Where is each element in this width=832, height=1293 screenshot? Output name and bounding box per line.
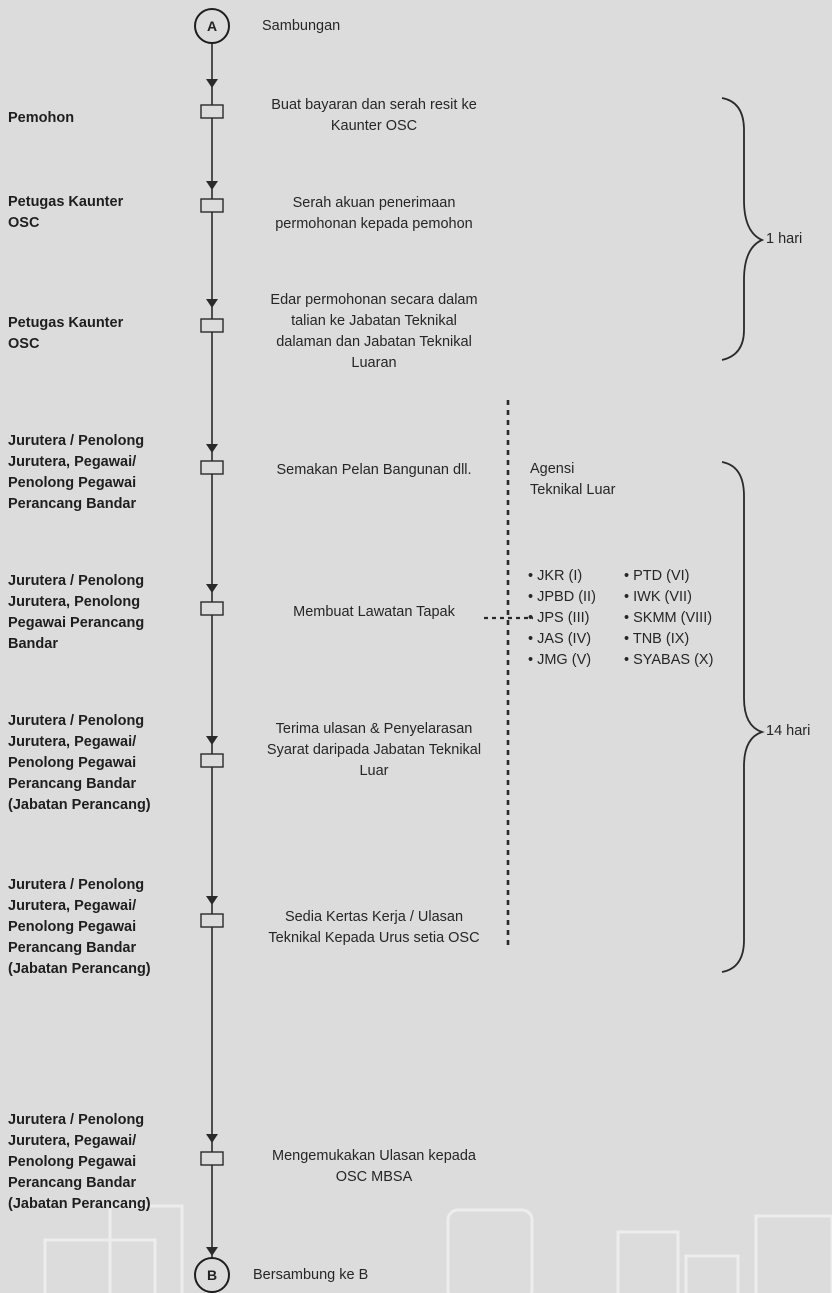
- agency-item: • JPBD (II): [528, 589, 596, 605]
- arrowhead: [206, 896, 218, 905]
- step-box: [200, 1151, 224, 1166]
- arrowhead: [206, 299, 218, 308]
- arrowhead: [206, 584, 218, 593]
- step-box: [200, 601, 224, 616]
- step-text: Mengemukakan Ulasan kepada OSC MBSA: [272, 1148, 476, 1185]
- step-text: Buat bayaran dan serah resit ke Kaunter …: [271, 97, 477, 134]
- step-box: [200, 318, 224, 333]
- actor-label: Jurutera / Penolong Jurutera, Penolong P…: [8, 573, 145, 652]
- agency-item: • SKMM (VIII): [624, 610, 713, 626]
- arrowhead: [206, 736, 218, 745]
- agency-item: • JAS (IV): [528, 631, 592, 647]
- brace-1-hari: [721, 97, 765, 361]
- arrowhead: [206, 1134, 218, 1143]
- brace-14-hari-shape: [722, 462, 762, 766]
- actor-label: Jurutera / Penolong Jurutera, Pegawai/ P…: [8, 713, 151, 813]
- agency-item: • IWK (VII): [624, 589, 692, 605]
- agency-item: • JPS (III): [528, 610, 590, 626]
- actor-label: Jurutera / Penolong Jurutera, Pegawai/ P…: [8, 1112, 151, 1212]
- step-text: Membuat Lawatan Tapak: [293, 604, 455, 620]
- actor-label: Petugas Kaunter OSC: [8, 194, 124, 231]
- agency-item: • PTD (VI): [624, 568, 690, 584]
- arrowhead: [206, 181, 218, 190]
- watermark-buildings: [43, 1204, 832, 1293]
- actor-label: Jurutera / Penolong Jurutera, Pegawai/ P…: [8, 877, 151, 977]
- connector-b-letter: B: [206, 1267, 218, 1283]
- agency-item: • TNB (IX): [624, 631, 690, 647]
- step-text: Sedia Kertas Kerja / Ulasan Teknikal Kep…: [268, 909, 480, 946]
- agency-item: • JKR (I): [528, 568, 583, 584]
- step-text: Semakan Pelan Bangunan dll.: [276, 462, 472, 478]
- brace-14-hari: [722, 462, 762, 770]
- arrowhead: [206, 79, 218, 88]
- step-text: Edar permohonan secara dalam talian ke J…: [270, 292, 478, 371]
- connector-a-letter: A: [206, 18, 218, 34]
- agency-item: • SYABAS (X): [624, 652, 714, 668]
- step-box: [200, 198, 224, 213]
- connector-a-circle: [194, 8, 230, 44]
- step-text: Terima ulasan & Penyelarasan Syarat dari…: [266, 721, 482, 779]
- connector-b-label: Bersambung ke B: [253, 1267, 369, 1283]
- brace-14-hari-line: [721, 461, 765, 973]
- connector-b-circle: [194, 1257, 230, 1293]
- actor-label: Petugas Kaunter OSC: [8, 315, 124, 352]
- step-box: [200, 753, 224, 768]
- actor-label: Jurutera / Penolong Jurutera, Pegawai/ P…: [8, 433, 145, 512]
- step-text: Serah akuan penerimaan permohonan kepada…: [275, 195, 473, 232]
- duration-label: 1 hari: [766, 231, 803, 247]
- duration-label: 14 hari: [766, 723, 811, 739]
- connector-a-label: Sambungan: [262, 18, 341, 34]
- actor-label: Pemohon: [8, 110, 75, 126]
- step-box: [200, 913, 224, 928]
- step-box: [200, 104, 224, 119]
- arrowhead: [206, 1247, 218, 1256]
- agency-title: Agensi Teknikal Luar: [530, 461, 616, 498]
- arrowhead: [206, 444, 218, 453]
- agency-item: • JMG (V): [528, 652, 592, 668]
- brace-14-hari-path: [722, 462, 762, 768]
- step-box: [200, 460, 224, 475]
